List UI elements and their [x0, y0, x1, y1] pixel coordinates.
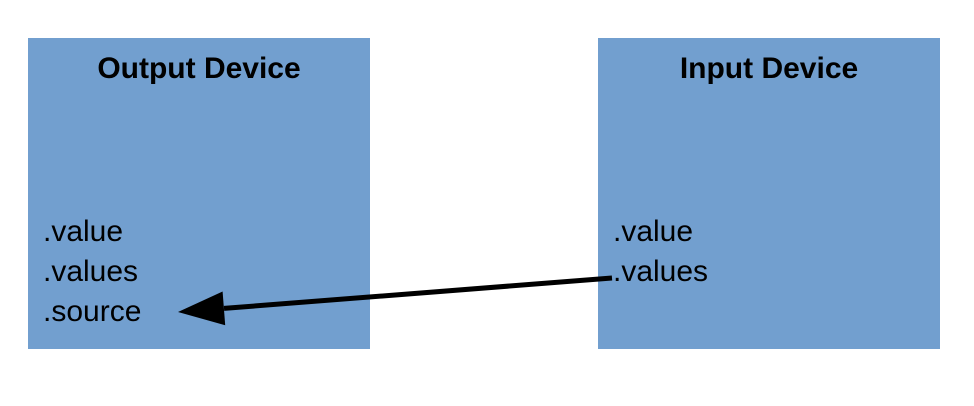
input-device-box: Input Device .value .values	[598, 38, 940, 349]
property-label: .value	[43, 215, 124, 248]
output-device-properties: .value .values .source	[43, 212, 141, 332]
property-label: .values	[43, 255, 139, 288]
property-label: .source	[43, 295, 142, 328]
output-device-box: Output Device .value .values .source	[28, 38, 370, 349]
property-label: .value	[613, 215, 694, 248]
output-device-title: Output Device	[97, 52, 301, 85]
input-device-title: Input Device	[679, 52, 859, 85]
property-label: .values	[613, 255, 709, 288]
input-device-properties: .value .values	[613, 212, 708, 292]
